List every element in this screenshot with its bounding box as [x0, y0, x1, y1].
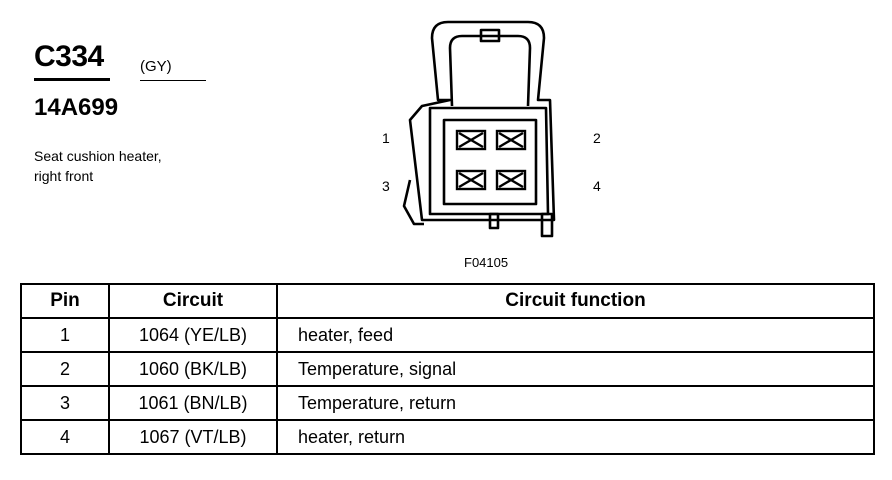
pin-label-1: 1 — [382, 130, 390, 146]
pin-label-4: 4 — [593, 178, 601, 194]
cell-pin: 2 — [20, 351, 110, 387]
cell-function: heater, return — [276, 419, 875, 455]
table-header-row: Pin Circuit Circuit function — [20, 283, 875, 319]
header-pin: Pin — [20, 283, 110, 319]
part-number: 14A699 — [34, 94, 119, 121]
connector-header: C334 (GY) 14A699 Seat cushion heater, ri… — [34, 40, 334, 200]
lock-tab-left — [402, 179, 424, 226]
connector-id: C334 — [34, 40, 104, 73]
color-code-underline — [140, 80, 206, 81]
header-circuit: Circuit — [108, 283, 278, 319]
pin-label-3: 3 — [382, 178, 390, 194]
connector-description: Seat cushion heater, right front — [34, 146, 234, 186]
connector-drawing — [402, 20, 556, 238]
cell-pin: 1 — [20, 317, 110, 353]
bottom-pin-1 — [488, 212, 500, 230]
pinout-table: Pin Circuit Circuit function 1 1064 (YE/… — [20, 283, 875, 455]
figure-id: F04105 — [464, 255, 509, 270]
latch-opening — [448, 34, 532, 107]
face-frame — [428, 106, 550, 216]
latch-tab — [479, 28, 501, 43]
bottom-pin-2 — [540, 212, 554, 238]
connector-diagram: 1 2 3 4 F04105 — [360, 10, 640, 270]
cavity-1 — [455, 129, 487, 151]
cell-circuit: 1064 (YE/LB) — [108, 317, 278, 353]
cell-pin: 3 — [20, 385, 110, 421]
table-row: 2 1060 (BK/LB) Temperature, signal — [20, 351, 875, 387]
table-row: 1 1064 (YE/LB) heater, feed — [20, 317, 875, 353]
table-row: 3 1061 (BN/LB) Temperature, return — [20, 385, 875, 421]
pin-label-2: 2 — [593, 130, 601, 146]
connector-id-underline — [34, 78, 110, 81]
cell-circuit: 1061 (BN/LB) — [108, 385, 278, 421]
cell-circuit: 1067 (VT/LB) — [108, 419, 278, 455]
cell-pin: 4 — [20, 419, 110, 455]
cell-function: Temperature, signal — [276, 351, 875, 387]
cell-function: Temperature, return — [276, 385, 875, 421]
description-line-2: right front — [34, 168, 94, 184]
description-line-1: Seat cushion heater, — [34, 148, 162, 164]
cavity-block — [442, 118, 538, 206]
header-circuit-function: Circuit function — [276, 283, 875, 319]
cavity-3 — [455, 169, 487, 191]
connector-color-code: (GY) — [140, 58, 172, 75]
cavity-2 — [495, 129, 527, 151]
housing-outline — [408, 20, 556, 222]
table-row: 4 1067 (VT/LB) heater, return — [20, 419, 875, 455]
cell-function: heater, feed — [276, 317, 875, 353]
cell-circuit: 1060 (BK/LB) — [108, 351, 278, 387]
cavity-4 — [495, 169, 527, 191]
